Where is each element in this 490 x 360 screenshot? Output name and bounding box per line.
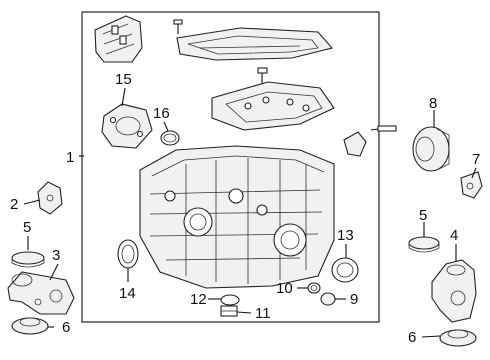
oil-pan-part bbox=[176, 27, 334, 61]
seal-14-part bbox=[117, 239, 139, 269]
callout-1: 1 bbox=[66, 149, 74, 166]
plug-12-part bbox=[220, 294, 240, 306]
callout-9: 9 bbox=[350, 291, 358, 308]
callout-16: 16 bbox=[153, 105, 170, 122]
callout-11: 11 bbox=[255, 305, 271, 322]
plug-9-part bbox=[320, 292, 336, 306]
callout-2: 2 bbox=[10, 196, 18, 213]
bolt-top-part bbox=[173, 19, 183, 34]
control-valve-body-part bbox=[211, 81, 335, 131]
callout-5-left: 5 bbox=[23, 219, 31, 236]
callout-3: 3 bbox=[52, 247, 60, 264]
callout-7: 7 bbox=[472, 151, 480, 168]
drain-plug-11-part bbox=[220, 305, 238, 317]
valve-body-bracket-part bbox=[94, 15, 143, 63]
leader-lines bbox=[23, 87, 477, 338]
pump-part bbox=[412, 126, 450, 172]
callout-6-left: 6 bbox=[62, 319, 70, 336]
insulator-pad-left-part bbox=[11, 251, 45, 268]
bracket-7-part bbox=[460, 171, 483, 199]
callout-15: 15 bbox=[115, 71, 132, 88]
bracket-2-part bbox=[37, 181, 63, 215]
assembly-boundary-box bbox=[81, 11, 380, 323]
bolt-center-part bbox=[257, 67, 268, 84]
mount-3-part bbox=[7, 271, 75, 315]
o-ring-seal-part bbox=[160, 130, 180, 146]
transmission-case-part bbox=[139, 145, 335, 289]
mount-pad-right-part bbox=[439, 329, 477, 347]
washer-10-part bbox=[307, 282, 321, 294]
callout-12: 12 bbox=[190, 291, 207, 308]
cover-plate-part bbox=[101, 103, 153, 149]
callout-4: 4 bbox=[450, 227, 458, 244]
seal-13-part bbox=[331, 257, 359, 283]
callout-5-right: 5 bbox=[419, 207, 427, 224]
callout-13: 13 bbox=[337, 227, 354, 244]
speed-sensor-part bbox=[343, 125, 397, 157]
callout-14: 14 bbox=[119, 285, 136, 302]
callout-6-right: 6 bbox=[408, 329, 416, 346]
insulator-pad-right-part bbox=[408, 236, 440, 253]
mount-pad-left-part bbox=[11, 317, 49, 335]
mount-4-part bbox=[431, 259, 477, 323]
callout-8: 8 bbox=[429, 95, 437, 112]
callout-10: 10 bbox=[276, 280, 293, 297]
